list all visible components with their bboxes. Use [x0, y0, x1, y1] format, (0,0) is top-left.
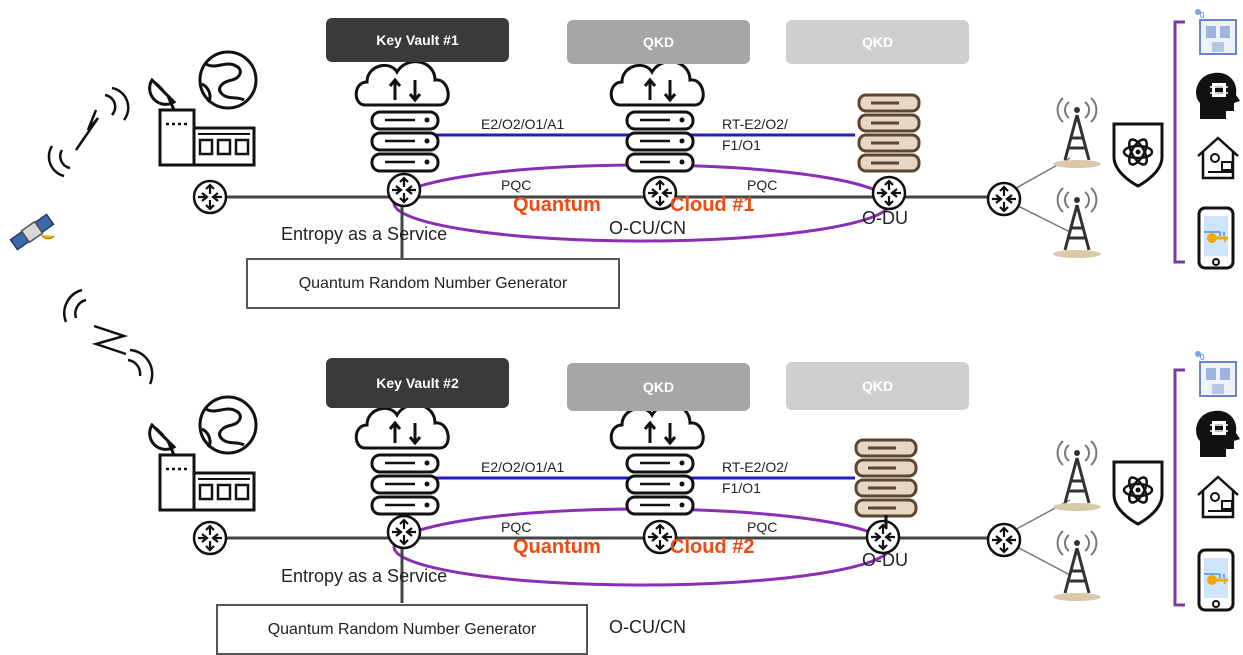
- qkd-box-a: QKD: [567, 20, 750, 64]
- cell-tower-icon: [1051, 96, 1103, 170]
- router-icon: [986, 181, 1022, 217]
- quantum-shield-icon: [1112, 460, 1164, 526]
- quantum-shield-icon: [1112, 122, 1164, 188]
- router-icon: [386, 172, 422, 208]
- ground-station-icon: [148, 50, 258, 167]
- qrng-box-2: Quantum Random Number Generator: [216, 604, 588, 655]
- wireless-signal-icon: [63, 288, 154, 385]
- satellite-icon: [9, 213, 55, 251]
- link-label-right-2: F1/O1: [722, 137, 761, 153]
- router-icon: [871, 175, 907, 211]
- bracket: [1173, 368, 1185, 607]
- qkd-box-b: QKD: [786, 362, 969, 410]
- cloud-label: Cloud #2: [670, 536, 755, 558]
- cloud-server-icon: [354, 60, 450, 173]
- router-icon: [192, 179, 228, 215]
- link-label-right-2: F1/O1: [722, 480, 761, 496]
- router-icon: [386, 514, 422, 550]
- smartphone-key-icon: [1197, 548, 1235, 612]
- quantum-label: Quantum: [513, 536, 601, 558]
- server-stack-icon: [857, 93, 921, 173]
- cell-tower-icon: [1051, 186, 1103, 260]
- qkd-box-b: QKD: [786, 20, 969, 64]
- cell-tower-icon: [1051, 439, 1103, 513]
- router-icon: [865, 519, 901, 555]
- cell-tower-icon: [1051, 529, 1103, 603]
- key-vault-1-box: Key Vault #1: [326, 18, 509, 62]
- ground-station-icon: [148, 395, 258, 512]
- router-icon: [192, 520, 228, 556]
- key-vault-2-box: Key Vault #2: [326, 358, 509, 408]
- pqc-label-left: PQC: [501, 519, 532, 535]
- link-label-right-1: RT-E2/O2/: [722, 459, 788, 475]
- ocu-cn-label: O-CU/CN: [609, 218, 686, 238]
- quantum-label: Quantum: [513, 194, 601, 216]
- qrng-box-1: Quantum Random Number Generator: [246, 258, 620, 309]
- router-icon: [986, 522, 1022, 558]
- pqc-label-right: PQC: [747, 519, 778, 535]
- cloud-server-icon: [354, 403, 450, 516]
- ocu-cn-label: O-CU/CN: [609, 617, 686, 637]
- cloud-server-icon: [609, 403, 705, 516]
- robot-lab-icon: [1194, 8, 1237, 55]
- cloud-label: Cloud #1: [670, 194, 755, 216]
- odu-label: O-DU: [862, 550, 908, 570]
- server-stack-icon: [854, 438, 918, 518]
- cloud-server-icon: [609, 60, 705, 173]
- entropy-label: Entropy as a Service: [281, 224, 448, 244]
- link-label-left: E2/O2/O1/A1: [481, 459, 565, 475]
- qkd-box-a: QKD: [567, 363, 750, 411]
- robot-lab-icon: [1194, 350, 1237, 397]
- ai-head-icon: [1195, 410, 1241, 458]
- entropy-label: Entropy as a Service: [281, 566, 448, 586]
- pqc-label-right: PQC: [747, 177, 778, 193]
- wireless-signal-icon: [47, 86, 130, 178]
- home-office-icon: [1196, 136, 1240, 180]
- odu-label: O-DU: [862, 208, 908, 228]
- bracket: [1173, 20, 1185, 264]
- home-office-icon: [1196, 475, 1240, 519]
- smartphone-key-icon: [1197, 206, 1235, 270]
- link-label-right-1: RT-E2/O2/: [722, 116, 788, 132]
- link-label-left: E2/O2/O1/A1: [481, 116, 565, 132]
- ai-head-icon: [1195, 72, 1241, 120]
- pqc-label-left: PQC: [501, 177, 532, 193]
